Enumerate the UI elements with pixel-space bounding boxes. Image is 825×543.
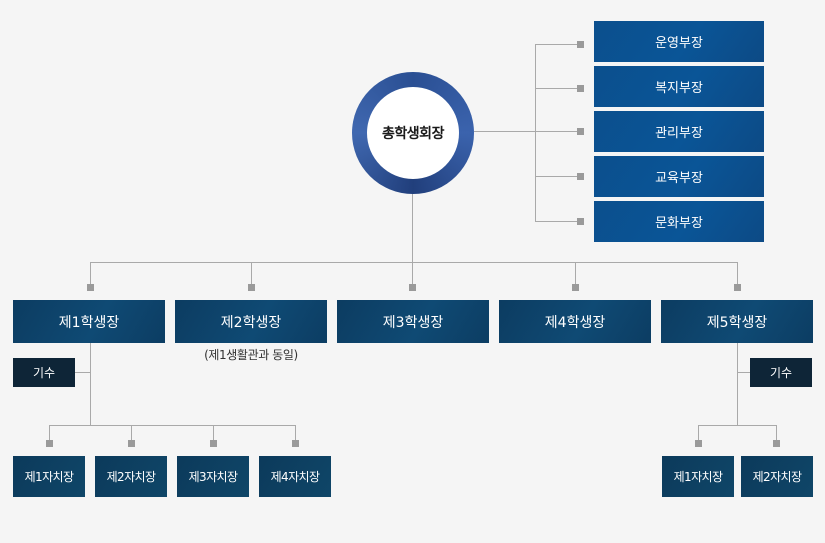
connector-line	[698, 425, 777, 426]
first-dorm-chief-1: 제1자치장	[13, 456, 85, 497]
department-culture: 문화부장	[594, 201, 764, 242]
connector-dot	[128, 440, 135, 447]
president-label: 총학생회장	[367, 87, 459, 179]
connector-line	[535, 131, 580, 132]
connector-dot	[210, 440, 217, 447]
department-education: 교육부장	[594, 156, 764, 197]
connector-line	[535, 221, 580, 222]
connector-line	[90, 343, 91, 425]
student-leader-2: 제2학생장	[175, 300, 327, 343]
connector-line	[698, 425, 699, 441]
connector-line	[49, 425, 50, 441]
connector-dot	[695, 440, 702, 447]
connector-line	[737, 372, 751, 373]
department-welfare: 복지부장	[594, 66, 764, 107]
connector-dot	[577, 41, 584, 48]
connector-dot	[292, 440, 299, 447]
first-dorm-chief-2: 제2자치장	[95, 456, 167, 497]
fifth-dorm-chief-2: 제2자치장	[741, 456, 813, 497]
department-management: 관리부장	[594, 111, 764, 152]
student-leader-4: 제4학생장	[499, 300, 651, 343]
first-dorm-chief-3: 제3자치장	[177, 456, 249, 497]
connector-dot	[577, 173, 584, 180]
connector-line	[90, 262, 738, 263]
connector-dot	[87, 284, 94, 291]
first-dorm-chief-4: 제4자치장	[259, 456, 331, 497]
connector-line	[737, 262, 738, 287]
connector-dot	[577, 218, 584, 225]
gisu-box-first: 기수	[13, 358, 75, 387]
connector-line	[776, 425, 777, 441]
fifth-dorm-chief-1: 제1자치장	[662, 456, 734, 497]
connector-line	[535, 88, 580, 89]
connector-dot	[577, 85, 584, 92]
connector-line	[535, 44, 580, 45]
connector-line	[295, 425, 296, 441]
connector-dot	[577, 128, 584, 135]
student-leader-1: 제1학생장	[13, 300, 165, 343]
connector-line	[131, 425, 132, 441]
student-leader-3: 제3학생장	[337, 300, 489, 343]
connector-line	[535, 176, 580, 177]
second-leader-note: (제1생활관과 동일)	[204, 348, 298, 362]
student-leader-5: 제5학생장	[661, 300, 813, 343]
connector-dot	[46, 440, 53, 447]
connector-line	[213, 425, 214, 441]
president-node: 총학생회장	[352, 72, 474, 194]
connector-line	[75, 372, 90, 373]
connector-line	[474, 131, 536, 132]
connector-line	[49, 425, 296, 426]
connector-dot	[409, 284, 416, 291]
connector-dot	[773, 440, 780, 447]
department-operations: 운영부장	[594, 21, 764, 62]
connector-line	[535, 44, 536, 221]
connector-line	[737, 343, 738, 425]
connector-dot	[734, 284, 741, 291]
connector-dot	[572, 284, 579, 291]
connector-line	[412, 194, 413, 287]
connector-line	[251, 262, 252, 287]
connector-line	[90, 262, 91, 287]
connector-dot	[248, 284, 255, 291]
connector-line	[575, 262, 576, 287]
gisu-box-fifth: 기수	[750, 358, 812, 387]
